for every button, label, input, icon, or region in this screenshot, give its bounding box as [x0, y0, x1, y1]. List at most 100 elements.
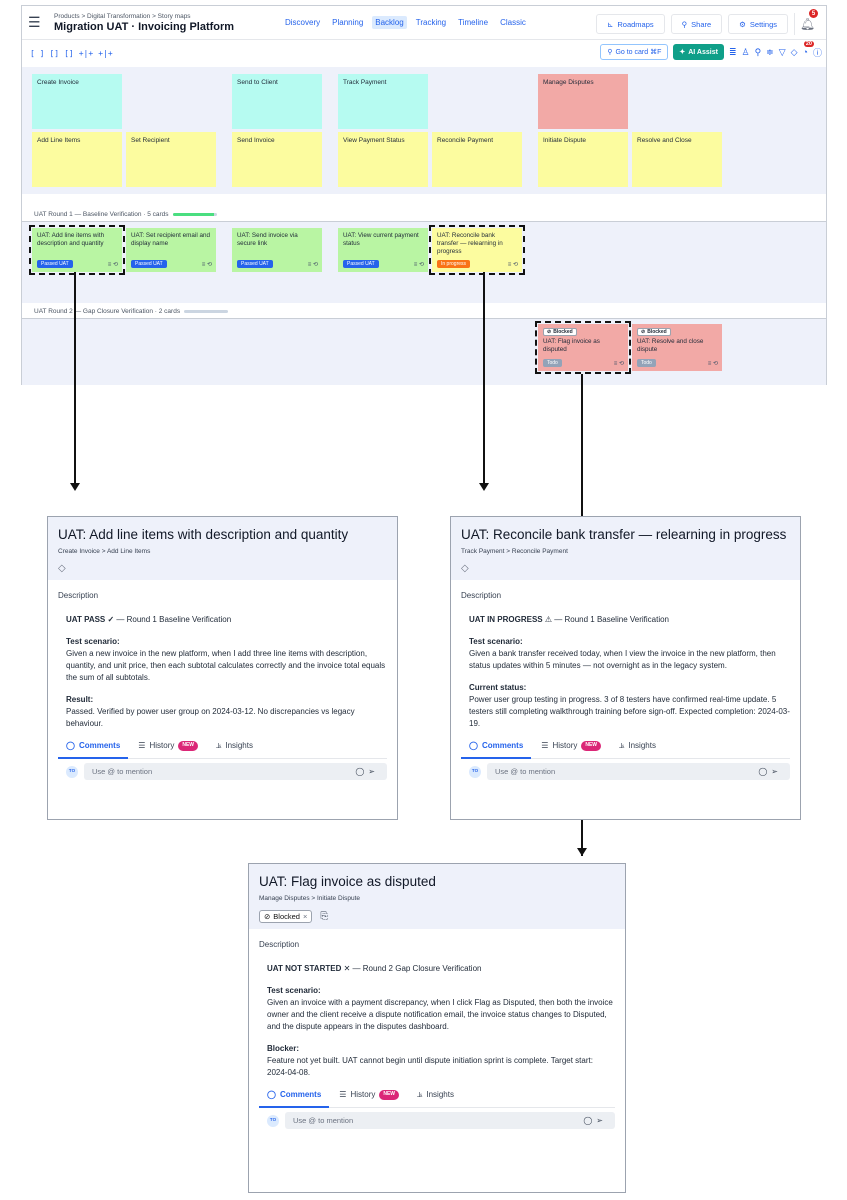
list-icon: ☰ [541, 741, 549, 750]
tab-planning[interactable]: Planning [332, 18, 364, 27]
tab-insights[interactable]: ⫡Insights [417, 1089, 454, 1101]
tag-icon[interactable]: ◇ [58, 563, 66, 574]
send-icons[interactable]: ◯➢ [583, 1115, 607, 1125]
new-badge: NEW [581, 741, 602, 751]
step-view-payment-status[interactable]: View Payment Status [338, 132, 428, 187]
step-send-invoice[interactable]: Send Invoice [232, 132, 322, 187]
activity-send-to-client[interactable]: Send to Client [232, 74, 322, 129]
card-meta-icons: ≡ ⟲ [613, 360, 624, 367]
new-badge: NEW [379, 1090, 400, 1100]
insights-label: Insights [628, 741, 656, 750]
comment-input[interactable]: Use @ to mention◯➢ [84, 763, 387, 780]
close-icon[interactable]: × [302, 912, 308, 921]
add-tag-icon[interactable]: ⎘ [320, 911, 329, 922]
card-meta-icons: ≡ ⟲ [307, 261, 318, 268]
step-set-recipient[interactable]: Set Recipient [126, 132, 216, 187]
step-reconcile-payment[interactable]: Reconcile Payment [432, 132, 522, 187]
card-title: UAT: Send invoice via secure link [237, 232, 298, 247]
lane-1-progress-fill [172, 213, 215, 216]
tab-timeline[interactable]: Timeline [458, 18, 489, 27]
expand-columns-icon[interactable]: +|+ [78, 48, 94, 58]
comment-input[interactable]: Use @ to mention◯➢ [285, 1112, 615, 1129]
search-icon: ⚲ [607, 49, 613, 56]
chart-icon: ⫡ [417, 1090, 423, 1099]
sliders-icon[interactable]: ≑ [766, 46, 774, 57]
comments-label: Comments [481, 741, 524, 750]
expand-all-icon[interactable]: [ ] [30, 48, 45, 58]
lane-1-label: UAT Round 1 — Baseline Verification · 5 … [34, 211, 169, 218]
lane-1-card[interactable]: UAT: View current payment status Passed … [338, 228, 428, 272]
ai-assist-button[interactable]: ✦AI Assist [673, 44, 724, 60]
status-badge: Todo [637, 358, 656, 367]
activity-manage-disputes[interactable]: Manage Disputes [538, 74, 628, 129]
tab-insights[interactable]: ⫡Insights [619, 740, 656, 752]
density-icon[interactable]: ≣ [728, 46, 737, 57]
send-icons[interactable]: ◯➢ [758, 766, 782, 776]
blocked-icon: ⊘ [641, 329, 646, 335]
uat-status: UAT PASS ✓ [66, 615, 115, 624]
notification-count: 5 [809, 9, 818, 18]
board-toolbar: [ ] [] [] +|+ +|+ ⚲Go to card ⌘F ✦AI Ass… [22, 40, 826, 66]
collapse-lanes-icon[interactable]: [] [64, 48, 74, 58]
collapse-all-icon[interactable]: [] [49, 48, 60, 58]
panel-breadcrumb[interactable]: Track Payment > Reconcile Payment [461, 548, 568, 555]
breadcrumb[interactable]: Products > Digital Transformation > Stor… [54, 12, 191, 20]
tab-discovery[interactable]: Discovery [285, 18, 321, 27]
comment-placeholder: Use @ to mention [495, 766, 556, 776]
panel-breadcrumb[interactable]: Create Invoice > Add Line Items [58, 548, 151, 555]
activity-create-invoice[interactable]: Create Invoice [32, 74, 122, 129]
filter-icon[interactable]: ▽ [778, 46, 786, 57]
settings-button[interactable]: ⚙Settings [728, 14, 788, 34]
lane-2-header[interactable]: UAT Round 2 — Gap Closure Verification ·… [34, 308, 229, 315]
tab-classic[interactable]: Classic [500, 18, 526, 27]
send-icons[interactable]: ◯➢ [355, 766, 379, 776]
story-map-app: ☰ Products > Digital Transformation > St… [21, 5, 827, 385]
lane-2-card[interactable]: ⊘Blocked UAT: Resolve and close dispute … [632, 324, 722, 371]
go-to-card-button[interactable]: ⚲Go to card ⌘F [600, 44, 669, 60]
pin-icon[interactable]: ⚲ [754, 46, 762, 57]
lane-2-card[interactable]: ⊘Blocked UAT: Flag invoice as disputed T… [535, 321, 631, 374]
roadmaps-button[interactable]: ⊾Roadmaps [596, 14, 665, 34]
step-resolve-and-close[interactable]: Resolve and Close [632, 132, 722, 187]
blocked-chip: ⊘Blocked [637, 328, 671, 337]
collapse-columns-icon[interactable]: +|+ [98, 48, 113, 58]
tab-comments[interactable]: ◯Comments [460, 740, 532, 759]
blocker-heading: Blocker: [267, 1044, 300, 1053]
roadmaps-label: Roadmaps [617, 19, 654, 29]
tag-icon[interactable]: ◇ [790, 46, 798, 57]
status-badge: In progress [437, 259, 471, 268]
chart-icon: ⫡ [619, 741, 625, 750]
lane-1-header[interactable]: UAT Round 1 — Baseline Verification · 5 … [34, 211, 217, 218]
tag-icon[interactable]: ◇ [461, 563, 469, 574]
connector-line-4 [581, 820, 583, 856]
bell-icon[interactable]: ◔20 [802, 41, 814, 57]
panel-breadcrumb[interactable]: Manage Disputes > Initiate Dispute [259, 895, 360, 902]
tab-backlog[interactable]: Backlog [372, 16, 407, 29]
tab-tracking[interactable]: Tracking [415, 18, 447, 27]
comment-input[interactable]: Use @ to mention ◯➢ [487, 763, 790, 780]
comment-icon: ◯ [267, 1090, 276, 1099]
lane-1-card[interactable]: UAT: Set recipient email and display nam… [126, 228, 216, 272]
lane-1-card[interactable]: UAT: Send invoice via secure link Passed… [232, 228, 322, 272]
tab-insights[interactable]: ⫡Insights [216, 740, 253, 752]
tab-comments[interactable]: ◯Comments [57, 740, 129, 759]
tab-comments[interactable]: ◯Comments [258, 1089, 330, 1108]
person-icon[interactable]: ♙ [741, 46, 750, 57]
card-title: UAT: Set recipient email and display nam… [131, 232, 210, 247]
share-button[interactable]: ⚲Share [670, 14, 723, 34]
menu-icon[interactable]: ☰ [28, 14, 41, 30]
step-add-line-items[interactable]: Add Line Items [32, 132, 122, 187]
activity-track-payment[interactable]: Track Payment [338, 74, 428, 129]
filter-count-badge: 20 [803, 41, 814, 47]
step-initiate-dispute[interactable]: Initiate Dispute [538, 132, 628, 187]
lane-1-card[interactable]: UAT: Reconcile bank transfer — relearnin… [429, 225, 525, 275]
roadmaps-icon: ⊾ [607, 19, 614, 29]
info-icon[interactable]: ⓘ [812, 47, 822, 58]
lane-1-card[interactable]: UAT: Add line items with description and… [29, 225, 125, 275]
arrow-head-2 [479, 483, 489, 491]
notifications-button[interactable]: 🔔︎ 5 [794, 9, 820, 35]
blocked-tag[interactable]: ⊘Blocked× [259, 910, 313, 923]
